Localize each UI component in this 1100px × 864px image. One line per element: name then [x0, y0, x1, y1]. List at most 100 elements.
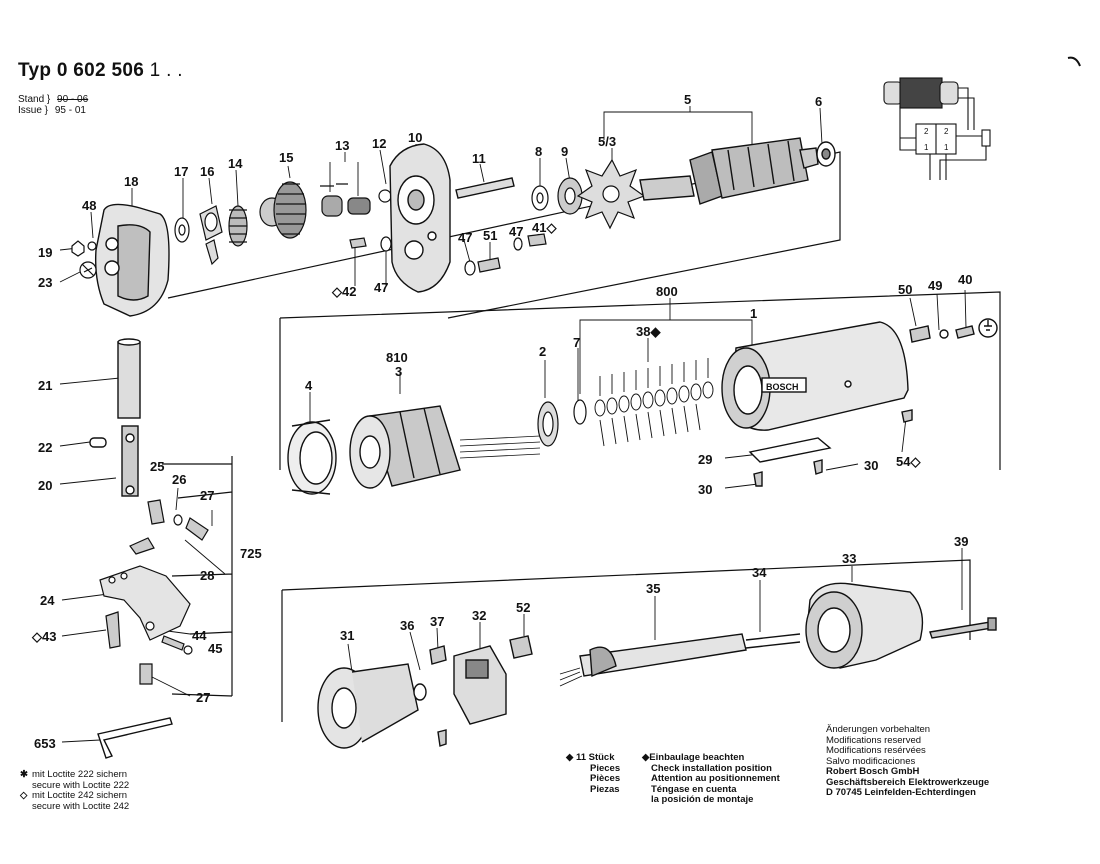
part-motor-housing — [721, 318, 998, 487]
issue-label: Issue — [18, 105, 42, 116]
label-10: 10 — [408, 130, 422, 145]
label-48: 48 — [82, 198, 96, 213]
label-12: 12 — [372, 136, 386, 151]
modifications-de: Änderungen vorbehalten — [826, 724, 931, 735]
schematic-2-right: 2 — [944, 127, 949, 136]
installation-legend: ◆Einbaulage beachten Check installation … — [642, 752, 780, 806]
revision-block: Stand } 90 - 06 Issue } 95 - 01 — [18, 94, 89, 116]
loctite-222-en: secure with Loctite 222 — [32, 779, 130, 791]
loctite-222-de: mit Loctite 222 sichern — [32, 769, 128, 780]
install-es-1: Téngase en cuenta — [651, 783, 737, 795]
part-rear-cover-31 — [317, 645, 447, 749]
label-32: 32 — [472, 608, 486, 623]
label-25: 25 — [150, 459, 164, 474]
schematic-1-right: 1 — [944, 143, 949, 152]
pieces-fr: Pièces — [590, 773, 621, 784]
pieces-count: ◆ 11 Stück — [566, 752, 615, 763]
install-de: ◆Einbaulage beachten — [642, 752, 745, 763]
label-51: 51 — [483, 228, 497, 243]
label-29: 29 — [698, 452, 712, 467]
drawing-title: Typ 0 602 506 1 . . — [18, 60, 183, 82]
pieces-legend: ◆ 11 Stück Pieces Pièces Piezas — [566, 752, 621, 795]
label-21: 21 — [38, 378, 52, 393]
company-division: Geschäftsbereich Elektrowerkzeuge — [826, 776, 990, 788]
label-35: 35 — [646, 581, 660, 596]
label-38: 38◆ — [636, 324, 661, 339]
frame-top — [167, 151, 841, 319]
label-37: 37 — [430, 614, 444, 629]
stand-value: 90 - 06 — [57, 94, 89, 105]
label-27-a: 27 — [200, 488, 214, 503]
label-34: 34 — [752, 565, 767, 580]
company-legend: Änderungen vorbehalten Modifications res… — [826, 724, 990, 799]
label-800: 800 — [656, 284, 678, 299]
part-commutator-springs — [594, 358, 714, 447]
typ-suffix: 1 . . — [144, 60, 183, 81]
label-17: 17 — [174, 164, 188, 179]
schematic-1-left: 1 — [924, 143, 929, 152]
label-39: 39 — [954, 534, 968, 549]
label-54: 54◇ — [896, 454, 921, 469]
part-screws-small — [71, 240, 97, 279]
company-address: D 70745 Leinfelden-Echterdingen — [826, 787, 976, 798]
label-26: 26 — [172, 472, 186, 487]
loctite-242-en: secure with Loctite 242 — [32, 800, 130, 812]
label-1: 1 — [750, 306, 757, 321]
bracket-725 — [162, 456, 233, 697]
label-33: 33 — [842, 551, 856, 566]
part-wiring-schematic — [883, 77, 991, 180]
label-43: ◇43 — [31, 629, 56, 644]
label-40: 40 — [958, 272, 972, 287]
part-hex-key — [97, 717, 173, 759]
label-24: 24 — [40, 593, 55, 608]
schematic-2-left: 2 — [924, 127, 929, 136]
part-stator — [287, 405, 541, 495]
label-50: 50 — [898, 282, 912, 297]
pieces-en: Pieces — [590, 762, 621, 774]
label-8: 8 — [535, 144, 542, 159]
label-11: 11 — [472, 151, 486, 166]
label-3: 3 — [395, 364, 402, 379]
label-2: 2 — [539, 344, 546, 359]
corner-mark — [1067, 56, 1081, 67]
typ-bold: 2 506 — [95, 60, 145, 81]
part-spindle-tube — [89, 338, 141, 497]
label-16: 16 — [200, 164, 214, 179]
label-41: 41◇ — [532, 220, 557, 235]
part-washers — [349, 177, 583, 276]
part-labels: 5 6 13 12 10 11 8 9 5/3 17 16 14 15 18 4… — [31, 92, 972, 751]
frame-bottom — [281, 559, 971, 722]
part-gears — [174, 181, 392, 266]
label-30-b: 30 — [698, 482, 712, 497]
label-22: 22 — [38, 440, 52, 455]
label-5: 5 — [684, 92, 691, 107]
label-810: 810 — [386, 350, 408, 365]
modifications-fr: Modifications resérvées — [826, 745, 926, 756]
label-52: 52 — [516, 600, 530, 615]
label-36: 36 — [400, 618, 414, 633]
label-7: 7 — [573, 335, 580, 350]
leader-lines — [59, 106, 967, 743]
loctite-242-de: mit Loctite 242 sichern — [32, 790, 128, 801]
label-30-a: 30 — [864, 458, 878, 473]
label-725: 725 — [240, 546, 262, 561]
part-armature — [639, 137, 836, 205]
label-18: 18 — [124, 174, 138, 189]
housing-brand-text: BOSCH — [766, 382, 799, 392]
part-fan — [576, 158, 646, 230]
part-housing-cap — [94, 203, 170, 317]
label-4: 4 — [305, 378, 313, 393]
typ-prefix: Typ 0 60 — [18, 60, 96, 81]
install-fr: Attention au positionnement — [651, 773, 780, 784]
part-bearing-plate — [389, 143, 515, 293]
label-49: 49 — [928, 278, 942, 293]
part-ring-7 — [537, 399, 587, 447]
label-14: 14 — [228, 156, 243, 171]
part-shear-head — [99, 499, 209, 685]
company-name: Robert Bosch GmbH — [826, 766, 920, 777]
diamond-symbol: ◇ — [20, 790, 28, 801]
label-44: 44 — [192, 628, 207, 643]
label-23: 23 — [38, 275, 52, 290]
label-13: 13 — [335, 138, 349, 153]
